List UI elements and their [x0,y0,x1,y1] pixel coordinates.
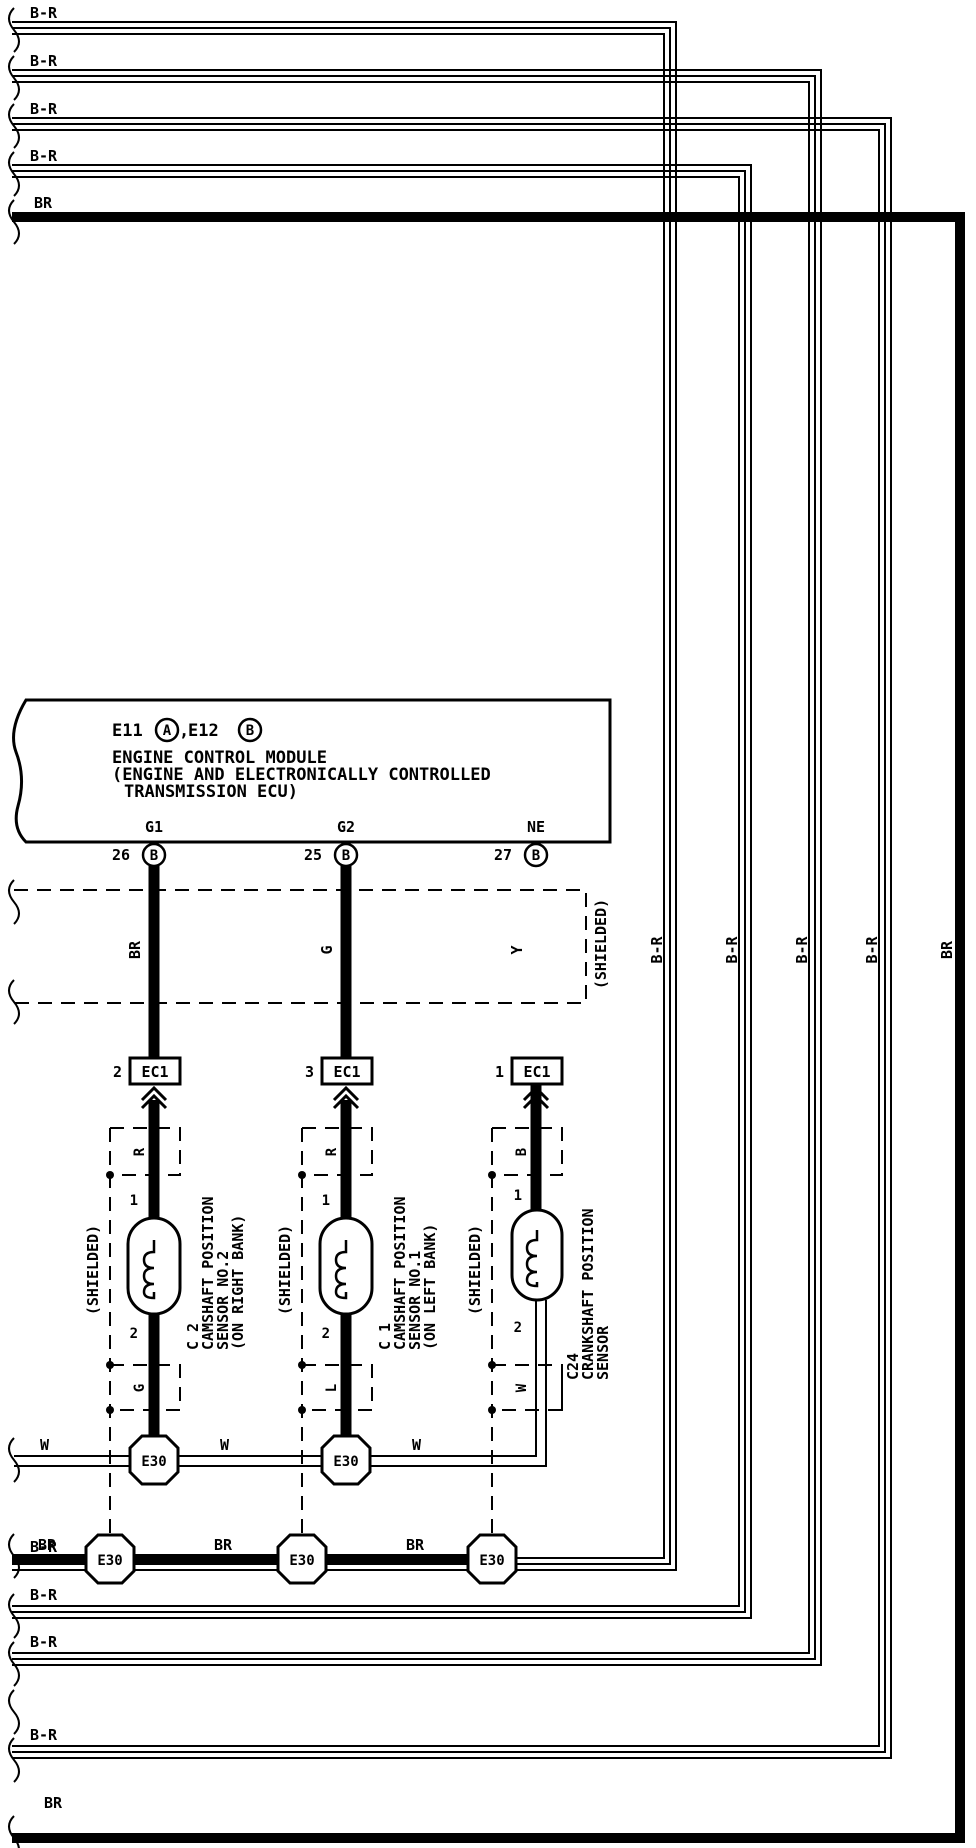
bottom-wire-label-5: BR [44,1794,63,1812]
sensor-wires [14,1100,563,1535]
ecm-pin-tag-26: B [150,848,158,864]
ecm-title-line3: TRANSMISSION ECU) [124,782,298,802]
sensor2-line2: SENSOR NO.1 [406,1251,424,1350]
sensor-descriptions: C 2 CAMSHAFT POSITION SENSOR NO.2 (ON RI… [184,1196,612,1411]
shielded-label-sensor3: (SHIELDED) [466,1225,484,1315]
junction-connectors: EC1 2 EC1 3 EC1 1 [113,1056,564,1110]
top-wire-label-1: B-R [30,4,58,22]
bottom-wire-label-1: B-R [30,1538,58,1556]
shielded-label-sensor2: (SHIELDED) [276,1225,294,1315]
sensor2-code: C 1 [376,1323,394,1350]
vertical-wire-label-3: B-R [793,935,811,963]
ecm-pin-number-25: 25 [304,846,322,864]
sensor2-wire-top: R [324,1147,340,1156]
sensor1-line3: (ON RIGHT BANK) [229,1215,247,1350]
ecm-pins: 26 B 25 B 27 B [112,842,549,868]
sensor-camshaft-no1: 1 2 [318,1193,374,1342]
sensor-crankshaft: 1 2 [510,1188,564,1336]
vertical-wire-label-1: B-R [648,935,666,963]
sensor1-pin2: 2 [130,1326,138,1342]
br-bus-label-2: BR [214,1536,233,1554]
ecm-pin-tag-25: B [342,848,350,864]
ecm-pin-number-26: 26 [112,846,130,864]
shielded-label-ecm: (SHIELDED) [592,899,610,989]
ecm-pin-number-27: 27 [494,846,512,864]
ecm-pin-tag-27: B [532,848,540,864]
br-bus-label-3: BR [406,1536,425,1554]
top-wire-label-4: B-R [30,147,58,165]
top-wire-label-2: B-R [30,52,58,70]
vertical-wire-label-4: B-R [863,935,881,963]
sensor2-pin2: 2 [322,1326,330,1342]
w-wire-label-1: W [40,1436,50,1454]
ecm-wire-label-g: G [318,945,336,954]
ground-label-3: E30 [97,1553,122,1569]
vertical-wire-label-2: B-R [723,935,741,963]
bottom-wire-label-4: B-R [30,1726,58,1744]
ecm-connector-b: E12 [188,721,219,741]
w-wire-label-2: W [220,1436,230,1454]
sensor2-line1: CAMSHAFT POSITION [391,1196,409,1350]
sensor2-pin1: 1 [322,1193,330,1209]
sensor3-line1: CRANKSHAFT POSITION [579,1208,597,1380]
ecm-pin-name-g2: G2 [337,818,355,836]
break-marks [8,7,20,1848]
top-wire-bundle [12,21,965,1843]
bottom-wire-label-3: B-R [30,1586,58,1604]
ground-label-1: E30 [141,1454,166,1470]
ecm-connector-b-tag: B [246,723,254,739]
ecm-wire-label-br: BR [126,940,144,959]
ground-label-5: E30 [479,1553,504,1569]
ecm-pin-name-g1: G1 [145,818,163,836]
ecm-wire-label-y: Y [508,945,526,954]
junction-label-2: EC1 [333,1063,360,1081]
sensor1-wire-top: R [132,1147,148,1156]
ecm-connector-a-tag: A [163,723,172,739]
sensor3-wire-bottom: W [514,1383,530,1392]
shielded-label-sensor1: (SHIELDED) [84,1225,102,1315]
sensor3-line2: SENSOR [594,1325,612,1380]
svg-text:,: , [179,721,189,741]
sensor1-pin1: 1 [130,1193,138,1209]
sensor1-code: C 2 [184,1323,202,1350]
vertical-wire-label-5: BR [938,940,956,959]
junction-label-1: EC1 [141,1063,168,1081]
ground-label-2: E30 [333,1454,358,1470]
sensor-camshaft-no2: 1 2 [126,1193,182,1342]
ecm-title-line2: (ENGINE AND ELECTRONICALLY CONTROLLED [112,765,491,785]
sensor3-pin1: 1 [514,1188,522,1204]
top-wire-label-5: BR [34,194,53,212]
sensor1-wire-bottom: G [132,1384,148,1392]
ecm-connector-a: E11 [112,721,143,741]
junction-pin-2: 2 [113,1063,122,1081]
sensor2-line3: (ON LEFT BANK) [421,1224,439,1350]
ground-label-4: E30 [289,1553,314,1569]
sensor1-line1: CAMSHAFT POSITION [199,1196,217,1350]
junction-label-3: EC1 [523,1063,550,1081]
ecm-pin-name-ne: NE [527,818,545,836]
junction-pin-1: 1 [495,1063,504,1081]
ground-row-signal: E30 E30 [128,1434,372,1486]
sensor1-line2: SENSOR NO.2 [214,1251,232,1350]
br-bus-label-1: BR [38,1536,57,1554]
w-wire-label-3: W [412,1436,422,1454]
sensor3-wire-top: B [514,1148,530,1156]
sensor3-code: C24 [564,1353,582,1380]
ecm-to-junction-wires [14,866,587,1205]
ecm-box: E11 A , E12 B ENGINE CONTROL MODULE (ENG… [12,698,612,844]
junction-pin-3: 3 [305,1063,314,1081]
bottom-wire-label-2: B-R [30,1633,58,1651]
sensor3-pin2: 2 [514,1320,522,1336]
ecm-title-line1: ENGINE CONTROL MODULE [112,748,327,768]
ground-row-shield: E30 E30 E30 [12,1533,518,1585]
sensor2-wire-bottom: L [324,1384,340,1392]
top-wire-label-3: B-R [30,100,58,118]
